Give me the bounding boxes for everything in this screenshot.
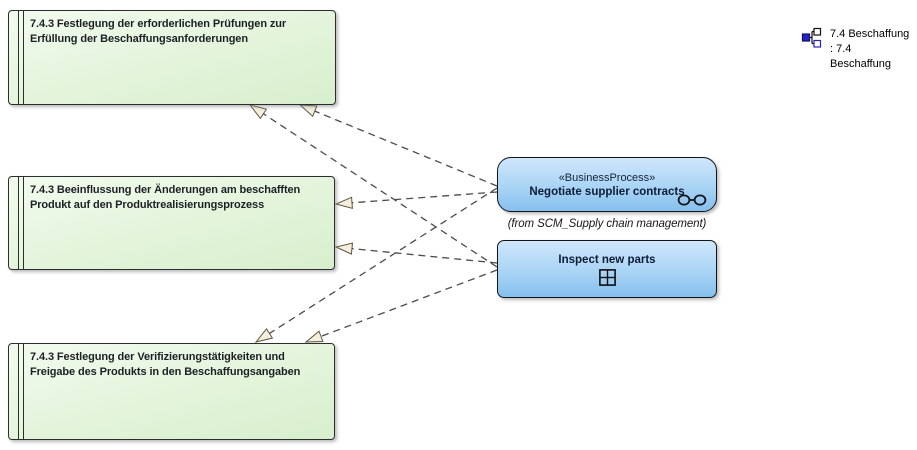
activity-double-line — [18, 344, 24, 439]
process-node-inspect-new-parts[interactable]: Inspect new parts — [497, 240, 717, 298]
process-node-negotiate-supplier-contracts[interactable]: «BusinessProcess» Negotiate supplier con… — [497, 157, 717, 212]
arrowhead-icon — [334, 242, 354, 255]
legend-line: : 7.4 — [830, 43, 852, 55]
legend-line: Beschaffung — [830, 58, 891, 70]
connector-negotiate-to-activity3[interactable] — [269, 187, 498, 334]
connector-inspect-to-activity2[interactable] — [351, 247, 498, 264]
diagram-reference-label: 7.4 Beschaffung : 7.4 Beschaffung — [830, 27, 909, 72]
connector-inspect-to-activity3[interactable] — [320, 269, 498, 338]
process-name: Negotiate supplier contracts — [529, 185, 685, 198]
activity-label: 7.4.3 Festlegung der erforderlichen Prüf… — [30, 18, 287, 46]
legend-line: 7.4 Beschaffung — [830, 28, 910, 40]
diagram-hierarchy-icon — [801, 27, 822, 48]
arrowhead-icon — [254, 327, 274, 343]
composite-plus-icon[interactable] — [598, 269, 616, 286]
arrowhead-icon — [304, 330, 324, 343]
process-name: Inspect new parts — [558, 254, 656, 266]
arrowhead-icon — [334, 196, 353, 209]
activity-double-line — [18, 177, 24, 269]
activity-double-line — [18, 11, 24, 104]
stereotype-label: «BusinessProcess» — [558, 171, 656, 184]
diagram-reference-legend[interactable]: 7.4 Beschaffung : 7.4 Beschaffung — [801, 27, 909, 72]
arrowhead-icon — [248, 104, 268, 120]
activity-label: 7.4.3 Festlegung der Verifizierungstätig… — [30, 351, 301, 379]
connector-inspect-to-activity1[interactable] — [263, 113, 498, 268]
connector-negotiate-to-activity2[interactable] — [351, 191, 498, 204]
linked-document-icon — [677, 194, 707, 206]
arrowhead-icon — [298, 104, 318, 118]
activity-label: 7.4.3 Beeinflussung der Änderungen am be… — [30, 184, 301, 212]
connector-negotiate-to-activity1[interactable] — [314, 110, 498, 187]
origin-note: (from SCM_Supply chain management) — [507, 218, 707, 230]
activity-node-verifizierung[interactable]: 7.4.3 Festlegung der Verifizierungstätig… — [8, 343, 335, 440]
activity-node-pruefungen[interactable]: 7.4.3 Festlegung der erforderlichen Prüf… — [8, 10, 336, 105]
activity-node-beeinflussung[interactable]: 7.4.3 Beeinflussung der Änderungen am be… — [8, 176, 335, 270]
